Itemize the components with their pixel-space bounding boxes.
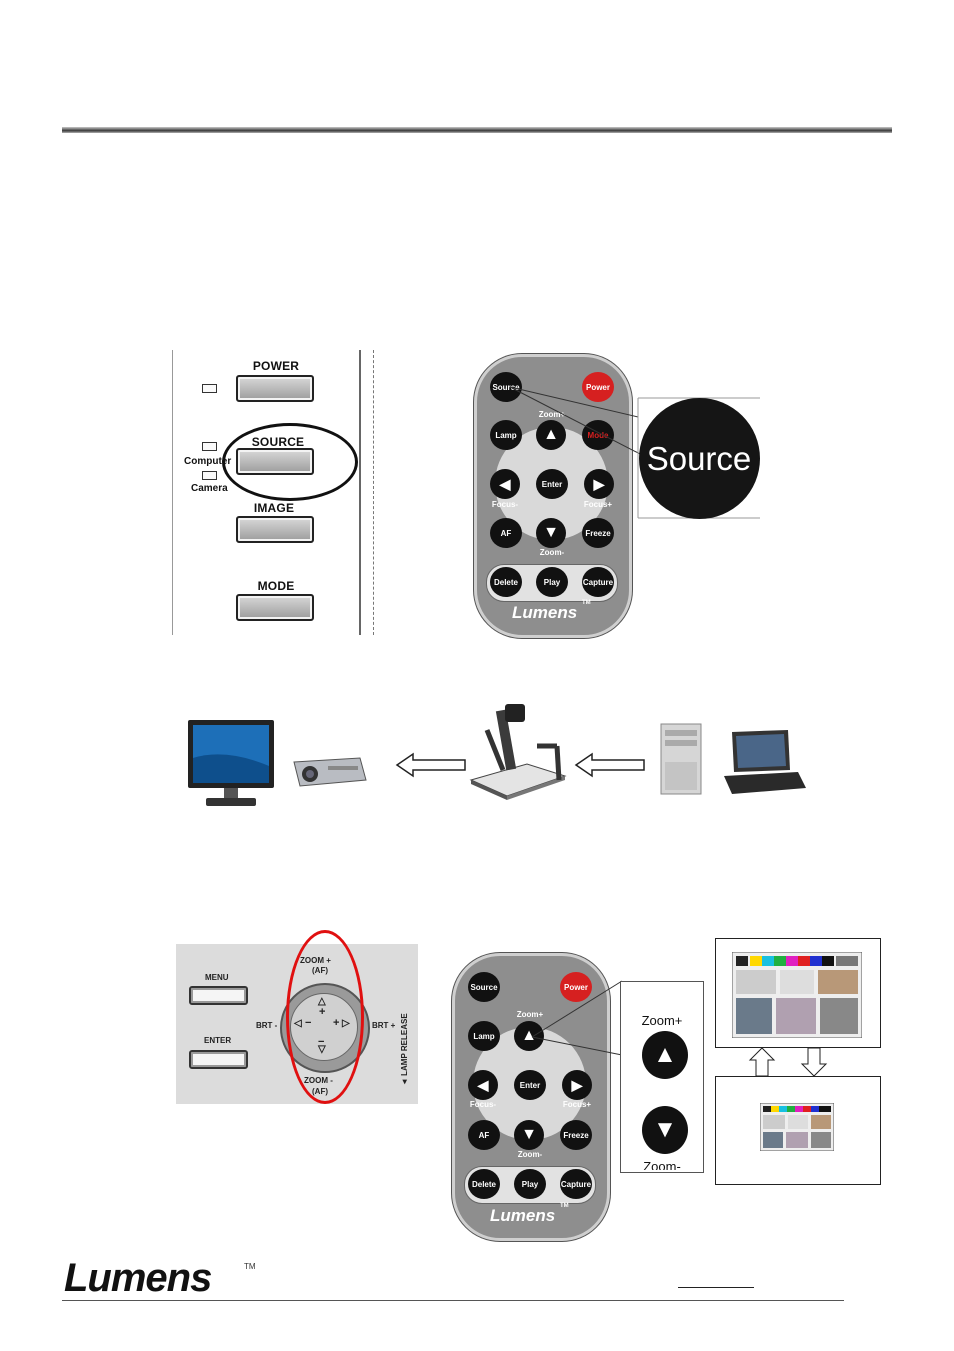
remote2-af-button[interactable]: AF — [468, 1120, 500, 1150]
zoom-minus-callout-label: Zoom- — [643, 1159, 681, 1170]
remote2-zoom-down-arrow-icon[interactable]: ▼ — [514, 1120, 544, 1150]
panel-left-edge — [172, 350, 173, 635]
remote2-zoom-plus-label: Zoom+ — [516, 1010, 544, 1019]
power-label: POWER — [252, 359, 300, 373]
mode-label: MODE — [257, 579, 295, 593]
remote-af-button[interactable]: AF — [490, 518, 522, 548]
remote-lamp-button[interactable]: Lamp — [490, 420, 522, 450]
focus-right-arrow-icon[interactable]: ▶ — [584, 469, 614, 499]
camera-label: Camera — [191, 483, 228, 494]
remote2-play-button[interactable]: Play — [514, 1169, 546, 1199]
zoom-highlight-oval — [286, 930, 364, 1104]
remote-power-button[interactable]: Power — [582, 372, 614, 402]
footer-logo-tm: TM — [244, 1262, 256, 1271]
mode-button[interactable] — [236, 594, 314, 621]
zoom-minus-arrow-icon: ▼ — [642, 1106, 688, 1154]
zoom-down-arrow-icon[interactable]: ▼ — [536, 518, 566, 548]
footer-rule — [62, 1300, 844, 1301]
projector-icon — [293, 757, 367, 787]
remote2-zoom-up-arrow-icon[interactable]: ▲ — [514, 1021, 544, 1051]
source-magnified-circle — [639, 398, 760, 519]
remote2-delete-button[interactable]: Delete — [468, 1169, 500, 1199]
remote2-focus-right-arrow-icon[interactable]: ▶ — [562, 1070, 592, 1100]
image-button[interactable] — [236, 516, 314, 543]
document-camera-icon — [469, 704, 567, 800]
remote-brand-tm: TM — [582, 600, 591, 606]
source-highlight-oval — [222, 423, 358, 501]
page-number-underline — [678, 1287, 754, 1288]
image-label: IMAGE — [253, 501, 295, 515]
camera-led — [202, 471, 217, 480]
zoomed-in-test-chart-icon — [732, 952, 862, 1038]
remote-focus-plus-label: Focus+ — [583, 500, 613, 509]
menu-label: MENU — [205, 973, 229, 982]
laptop-icon — [724, 730, 806, 794]
focus-left-arrow-icon[interactable]: ◀ — [490, 469, 520, 499]
remote-delete-button[interactable]: Delete — [490, 567, 522, 597]
zoom-transfer-arrows-icon — [748, 1047, 828, 1077]
remote-zoom-plus-label: Zoom+ — [538, 410, 566, 419]
remote-enter-button[interactable]: Enter — [536, 469, 568, 499]
power-led — [202, 384, 217, 393]
remote2-focus-left-arrow-icon[interactable]: ◀ — [468, 1070, 498, 1100]
footer-logo: Lumens — [64, 1256, 212, 1300]
zoom-callout-lines — [531, 980, 623, 1056]
remote2-brand-tm: TM — [560, 1203, 569, 1209]
remote-play-button[interactable]: Play — [536, 567, 568, 597]
zoom-plus-callout-label: Zoom+ — [641, 1013, 683, 1028]
remote-capture-button[interactable]: Capture — [582, 567, 614, 597]
brt-minus-label: BRT - — [256, 1021, 278, 1030]
remote-freeze-button[interactable]: Freeze — [582, 518, 614, 548]
remote2-brand-logo: Lumens — [490, 1206, 556, 1225]
panel-dashed-line — [373, 350, 374, 635]
enter-button[interactable] — [189, 1050, 248, 1069]
remote2-freeze-button[interactable]: Freeze — [560, 1120, 592, 1150]
remote2-power-button[interactable]: Power — [560, 972, 592, 1002]
arrow-left-icon-2 — [574, 752, 645, 778]
remote2-zoom-minus-label: Zoom- — [517, 1150, 543, 1159]
remote2-lamp-button[interactable]: Lamp — [468, 1021, 500, 1051]
remote-mode-button[interactable]: Mode — [582, 420, 614, 450]
brt-plus-label: BRT + — [372, 1021, 396, 1030]
arrow-left-icon — [395, 752, 466, 778]
remote2-focus-plus-label: Focus+ — [562, 1100, 592, 1109]
lamp-release-label: ◄ LAMP RELEASE — [400, 1013, 409, 1086]
remote2-source-button[interactable]: Source — [468, 972, 500, 1002]
pc-tower-icon — [660, 723, 702, 795]
remote2-enter-button[interactable]: Enter — [514, 1070, 546, 1100]
enter-label: ENTER — [204, 1036, 232, 1045]
panel-divider — [359, 350, 361, 635]
zoom-plus-arrow-icon: ▲ — [642, 1031, 688, 1079]
source-magnified-label: Source — [646, 440, 752, 477]
remote-brand-logo: Lumens — [512, 603, 578, 622]
monitor-icon — [188, 720, 274, 806]
remote2-focus-minus-label: Focus- — [469, 1100, 497, 1109]
header-rule — [62, 127, 892, 133]
menu-button[interactable] — [189, 986, 248, 1005]
remote-focus-minus-label: Focus- — [491, 500, 519, 509]
remote-source-button[interactable]: Source — [490, 372, 522, 402]
remote2-capture-button[interactable]: Capture — [560, 1169, 592, 1199]
zoomed-out-test-chart-icon — [760, 1103, 834, 1151]
remote-zoom-minus-label: Zoom- — [539, 548, 565, 557]
zoom-up-arrow-icon[interactable]: ▲ — [536, 420, 566, 450]
computer-label: Computer — [184, 456, 232, 467]
computer-led — [202, 442, 217, 451]
power-button[interactable] — [236, 375, 314, 402]
